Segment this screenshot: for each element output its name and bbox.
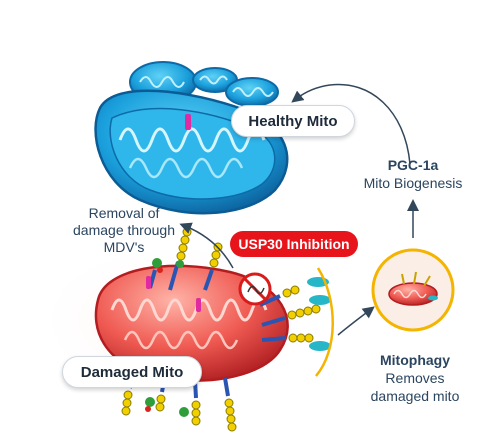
arrow-damaged-to-healthy <box>179 222 234 269</box>
usp30-inhibition-label: USP30 Inhibition <box>230 231 358 257</box>
damaged-mito-label: Damaged Mito <box>62 356 202 388</box>
arrow-pgc-to-healthy <box>291 83 411 165</box>
removal-line2: damage through <box>73 222 175 238</box>
mitophagy-title: Mitophagy <box>380 352 450 368</box>
healthy-mito-text: Healthy Mito <box>248 112 338 130</box>
usp30-inhibition-text: USP30 Inhibition <box>238 236 350 252</box>
removal-line3: MDV's <box>103 239 145 255</box>
arrow-damaged-to-mitophagy <box>337 306 375 336</box>
ubiquitin-chain-right <box>259 277 331 351</box>
pgc-title: PGC-1a <box>387 157 439 173</box>
removal-label: Removal of damage through MDV's <box>64 205 184 256</box>
pgc-label: PGC-1a Mito Biogenesis <box>345 156 481 192</box>
mitophagy-bracket <box>315 267 334 377</box>
ubiquitin-chain-top-left <box>146 258 163 289</box>
pgc-subtitle: Mito Biogenesis <box>363 175 463 191</box>
healthy-mito-label: Healthy Mito <box>231 105 355 137</box>
healthy-mitochondrion <box>94 61 289 215</box>
healthy-cristae <box>118 127 266 153</box>
mitophagy-line1: Removes <box>385 370 445 386</box>
damaged-cristae <box>110 298 268 322</box>
mitophagy-circle <box>371 248 455 332</box>
damaged-mito-text: Damaged Mito <box>80 363 184 381</box>
usp30-inhibition-icon <box>238 272 272 306</box>
small-mito-right <box>225 77 279 107</box>
usp30-marker-healthy <box>185 114 191 130</box>
removal-line1: Removal of <box>88 205 160 221</box>
mitophagy-label: Mitophagy Removes damaged mito <box>352 351 478 405</box>
arrows <box>179 83 419 336</box>
mitophagy-line2: damaged mito <box>370 388 460 404</box>
